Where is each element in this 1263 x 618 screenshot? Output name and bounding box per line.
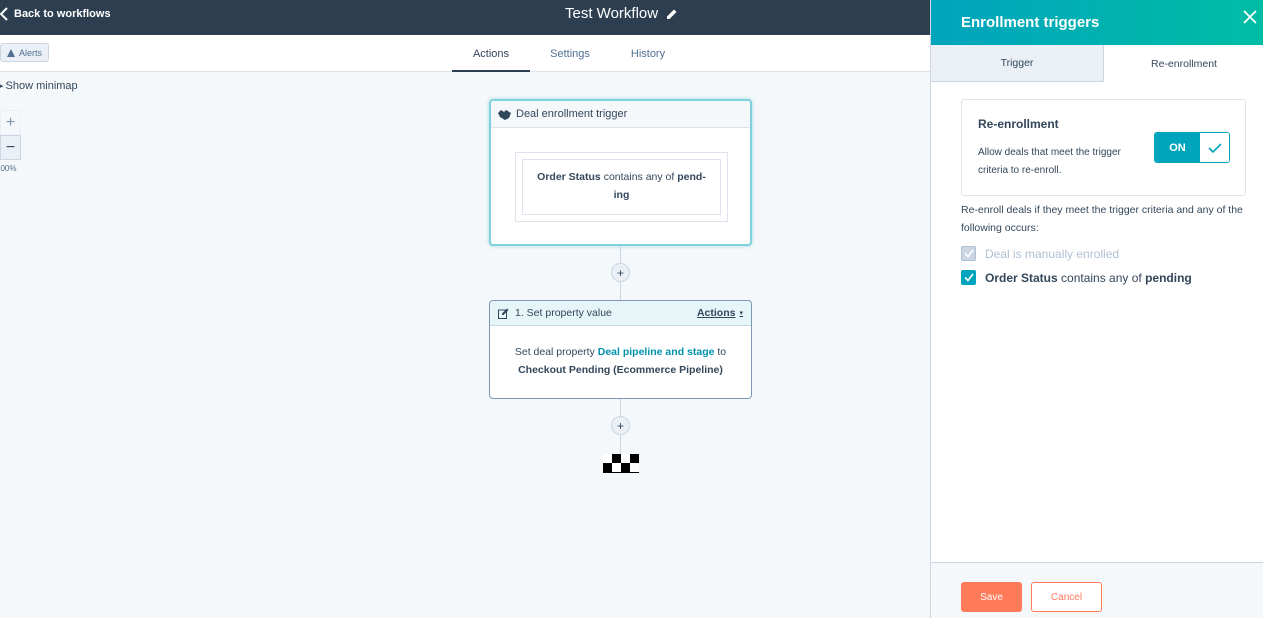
panel-header: Enrollment triggers xyxy=(931,0,1263,45)
re-enrollment-box: Re-enrollment Allow deals that meet the … xyxy=(961,99,1246,196)
action-card-actions-menu[interactable]: Actions ▾ xyxy=(697,307,743,319)
zoom-out-button[interactable]: − xyxy=(0,135,21,160)
tab-re-enrollment[interactable]: Re-enrollment xyxy=(1104,46,1263,82)
toggle-on-label: ON xyxy=(1155,133,1200,162)
chevron-left-icon xyxy=(0,7,8,21)
option-order-status[interactable]: Order Status contains any of pending xyxy=(961,270,1192,285)
enrollment-triggers-panel: Enrollment triggers Trigger Re-enrollmen… xyxy=(930,0,1263,618)
workflow-canvas[interactable]: ▸ Show minimap + − 100% Deal enrollment … xyxy=(0,72,930,618)
option-operator: contains any of xyxy=(1061,270,1142,285)
zoom-controls: + − 100% xyxy=(0,110,21,173)
re-enrollment-title: Re-enrollment xyxy=(978,117,1059,131)
filter-group: Order Status contains any of pend-ing xyxy=(515,152,728,222)
show-minimap-toggle[interactable]: ▸ Show minimap xyxy=(0,80,78,92)
caret-down-icon: ▾ xyxy=(739,310,743,317)
tab-settings[interactable]: Settings xyxy=(550,47,590,60)
trigger-card-title: Deal enrollment trigger xyxy=(516,108,628,120)
alerts-button[interactable]: Alerts xyxy=(0,43,50,62)
checkmark-icon xyxy=(963,273,974,282)
action-body-connector: to xyxy=(717,346,727,358)
save-button[interactable]: Save xyxy=(961,582,1022,612)
pencil-icon[interactable] xyxy=(666,8,678,20)
filter-operator: contains any of xyxy=(603,171,675,183)
tab-history[interactable]: History xyxy=(630,47,666,60)
caret-right-icon: ▸ xyxy=(0,83,4,90)
filter-condition[interactable]: Order Status contains any of pend-ing xyxy=(522,159,721,215)
add-action-button[interactable]: + xyxy=(611,416,630,435)
filter-property: Order Status xyxy=(537,171,601,183)
toggle-knob xyxy=(1200,133,1229,162)
order-status-checkbox[interactable] xyxy=(961,270,976,285)
alerts-label: Alerts xyxy=(19,47,43,58)
manually-enrolled-checkbox xyxy=(961,246,976,261)
manually-enrolled-label: Deal is manually enrolled xyxy=(985,246,1120,261)
checkmark-icon xyxy=(963,249,974,258)
handshake-icon xyxy=(498,109,511,120)
add-action-button[interactable]: + xyxy=(611,263,630,282)
zoom-in-button[interactable]: + xyxy=(0,110,21,135)
order-status-label: Order Status contains any of pending xyxy=(985,271,1192,285)
re-enrollment-description: Allow deals that meet the trigger criter… xyxy=(978,147,1121,176)
option-value: pending xyxy=(1145,270,1192,285)
option-manually-enrolled: Deal is manually enrolled xyxy=(961,246,1119,261)
actions-menu-label: Actions xyxy=(696,307,736,319)
panel-title: Enrollment triggers xyxy=(961,14,1100,31)
workflow-title-text: Test Workflow xyxy=(565,5,659,22)
action-body-prefix: Set deal property xyxy=(514,346,595,358)
back-link-label: Back to workflows xyxy=(14,8,111,20)
re-enroll-criteria-text: Re-enroll deals if they meet the trigger… xyxy=(961,204,1243,234)
trigger-card-header: Deal enrollment trigger xyxy=(491,101,750,128)
re-enrollment-toggle[interactable]: ON xyxy=(1154,132,1230,163)
enrollment-trigger-card[interactable]: Deal enrollment trigger Order Status con… xyxy=(489,99,752,246)
top-bar: Back to workflows Test Workflow xyxy=(0,0,930,35)
action-card-body: Set deal property Deal pipeline and stag… xyxy=(490,326,751,379)
close-icon[interactable] xyxy=(1243,10,1257,24)
option-property: Order Status xyxy=(985,270,1058,285)
tab-actions[interactable]: Actions xyxy=(452,35,530,73)
panel-tabs: Trigger Re-enrollment xyxy=(931,45,1263,82)
action-body-value: Checkout Pending (Ecommerce Pipeline) xyxy=(518,364,723,376)
panel-footer: Save Cancel xyxy=(931,562,1263,618)
action-card-title: 1. Set property value xyxy=(515,307,612,319)
filter-value: pend-ing xyxy=(613,171,706,201)
edit-icon xyxy=(498,308,509,319)
tab-trigger[interactable]: Trigger xyxy=(931,45,1104,81)
workflow-title[interactable]: Test Workflow xyxy=(565,5,678,22)
finish-flag-icon xyxy=(603,454,639,473)
minimap-label: Show minimap xyxy=(5,80,78,92)
action-body-property: Deal pipeline and stage xyxy=(597,346,715,358)
back-to-workflows-link[interactable]: Back to workflows xyxy=(0,7,111,21)
checkmark-icon xyxy=(1207,142,1222,153)
zoom-level: 100% xyxy=(0,164,17,173)
warning-icon xyxy=(7,48,15,57)
action-card-header: 1. Set property value Actions ▾ xyxy=(490,301,751,326)
set-property-action-card[interactable]: 1. Set property value Actions ▾ Set deal… xyxy=(489,300,752,399)
sub-navigation: Alerts Actions Settings History xyxy=(0,35,930,73)
cancel-button[interactable]: Cancel xyxy=(1031,582,1102,612)
